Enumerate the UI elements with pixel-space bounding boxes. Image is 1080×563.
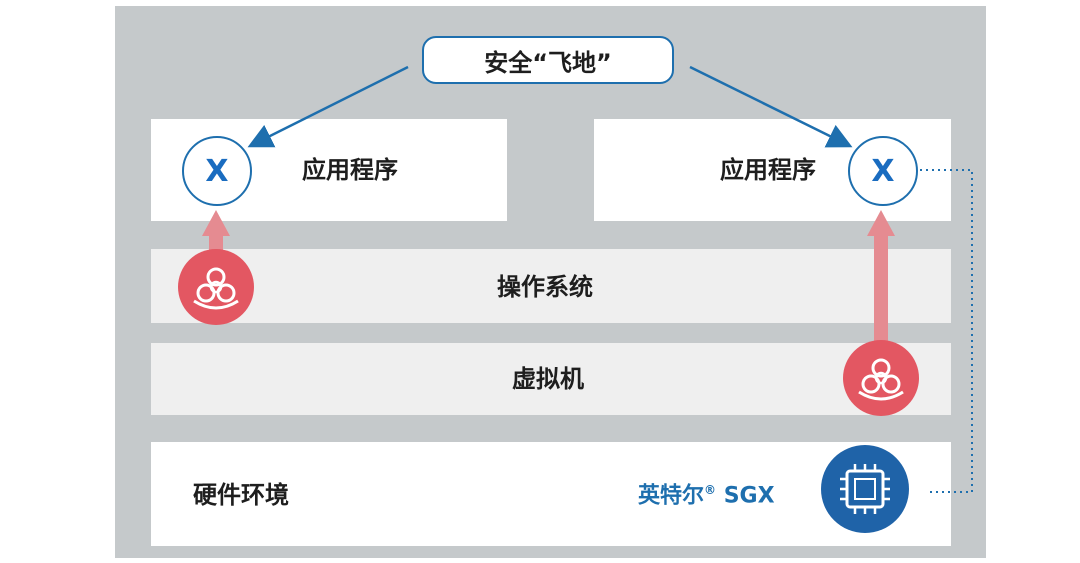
sgx-dotted-link [920, 169, 973, 493]
app-marker-left: X [182, 136, 252, 206]
enclave-label: 安全“飞地” [484, 48, 612, 77]
app-label-right: 应用程序 [720, 156, 816, 184]
enclave-arrow-right [689, 65, 853, 148]
chip-icon [821, 445, 909, 533]
sgx-brand: 英特尔 [638, 483, 705, 509]
hardware-label: 硬件环境 [193, 481, 289, 509]
app-label-left: 应用程序 [302, 156, 398, 184]
hardware-layer [151, 442, 951, 546]
os-layer [151, 249, 951, 323]
os-label: 操作系统 [497, 273, 593, 301]
sgx-label: 英特尔® SGX [638, 484, 775, 507]
enclave-label-box: 安全“飞地” [422, 36, 674, 84]
enclave-arrow-left [247, 65, 409, 148]
app-marker-right-text: X [871, 153, 895, 189]
sgx-registered-mark: ® [704, 483, 717, 497]
vm-layer [151, 343, 951, 415]
vm-label: 虚拟机 [512, 365, 584, 393]
biohazard-icon [178, 249, 254, 325]
threat-arrow-right [867, 210, 895, 350]
biohazard-icon [843, 340, 919, 416]
sgx-name: SGX [723, 483, 775, 509]
app-marker-right: X [848, 136, 918, 206]
app-marker-left-text: X [205, 153, 229, 189]
